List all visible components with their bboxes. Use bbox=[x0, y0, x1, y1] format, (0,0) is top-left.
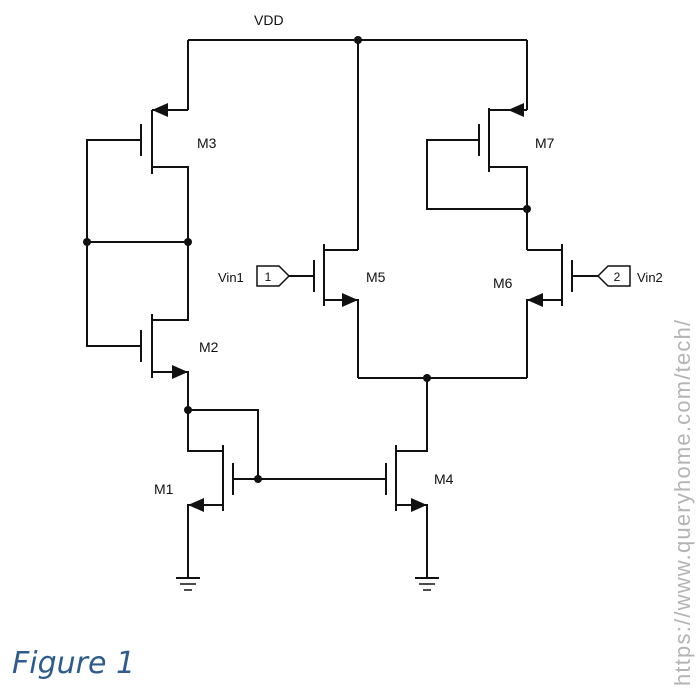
left-bias-loop bbox=[83, 139, 192, 347]
tail-node-dot bbox=[423, 374, 431, 382]
transistor-m6: M6 bbox=[493, 244, 573, 378]
m5-source-arrow bbox=[342, 293, 358, 307]
watermark-url: https://www.queryhome.com/tech/ bbox=[670, 318, 695, 686]
m4-source-arrow bbox=[411, 498, 427, 512]
transistor-m1: M1 bbox=[154, 406, 259, 578]
vin2-port-number: 2 bbox=[614, 270, 621, 284]
m4-label: M4 bbox=[434, 471, 454, 487]
vin1-label: Vin1 bbox=[218, 270, 244, 285]
vin2-port: 2 Vin2 bbox=[572, 265, 663, 287]
vin1-port: 1 Vin1 bbox=[218, 265, 314, 287]
m7-drain-dot bbox=[523, 205, 531, 213]
m1-label: M1 bbox=[154, 481, 174, 497]
m6-source-arrow bbox=[527, 293, 543, 307]
vin1-port-number: 1 bbox=[265, 270, 272, 284]
m1-source-arrow bbox=[188, 498, 204, 512]
transistor-m3: M3 bbox=[121, 103, 217, 242]
ground-symbol-right bbox=[415, 577, 439, 591]
m2-source-arrow bbox=[172, 365, 188, 379]
left-loop-dot bbox=[83, 238, 91, 246]
bias-node-dot bbox=[254, 475, 262, 483]
vdd-rail: VDD bbox=[187, 12, 528, 250]
vin2-port-box bbox=[596, 265, 631, 287]
m7-source-arrow bbox=[508, 103, 524, 117]
transistor-m5: M5 bbox=[313, 244, 386, 378]
m3-label: M3 bbox=[197, 135, 217, 151]
m2-label: M2 bbox=[199, 339, 219, 355]
figure-caption: Figure 1 bbox=[12, 646, 136, 681]
vin1-port-box bbox=[256, 265, 291, 287]
m5-label: M5 bbox=[366, 269, 386, 285]
vdd-junction-dot bbox=[354, 36, 362, 44]
transistor-m7: M7 bbox=[426, 103, 555, 250]
ground-symbol-left bbox=[176, 577, 200, 591]
transistor-m4: M4 bbox=[385, 378, 454, 578]
vin2-label: Vin2 bbox=[637, 270, 663, 285]
vdd-label: VDD bbox=[254, 12, 284, 28]
m6-label: M6 bbox=[493, 275, 513, 291]
transistor-m2: M2 bbox=[121, 242, 219, 410]
m7-label: M7 bbox=[535, 135, 555, 151]
m3-source-arrow bbox=[152, 103, 168, 117]
